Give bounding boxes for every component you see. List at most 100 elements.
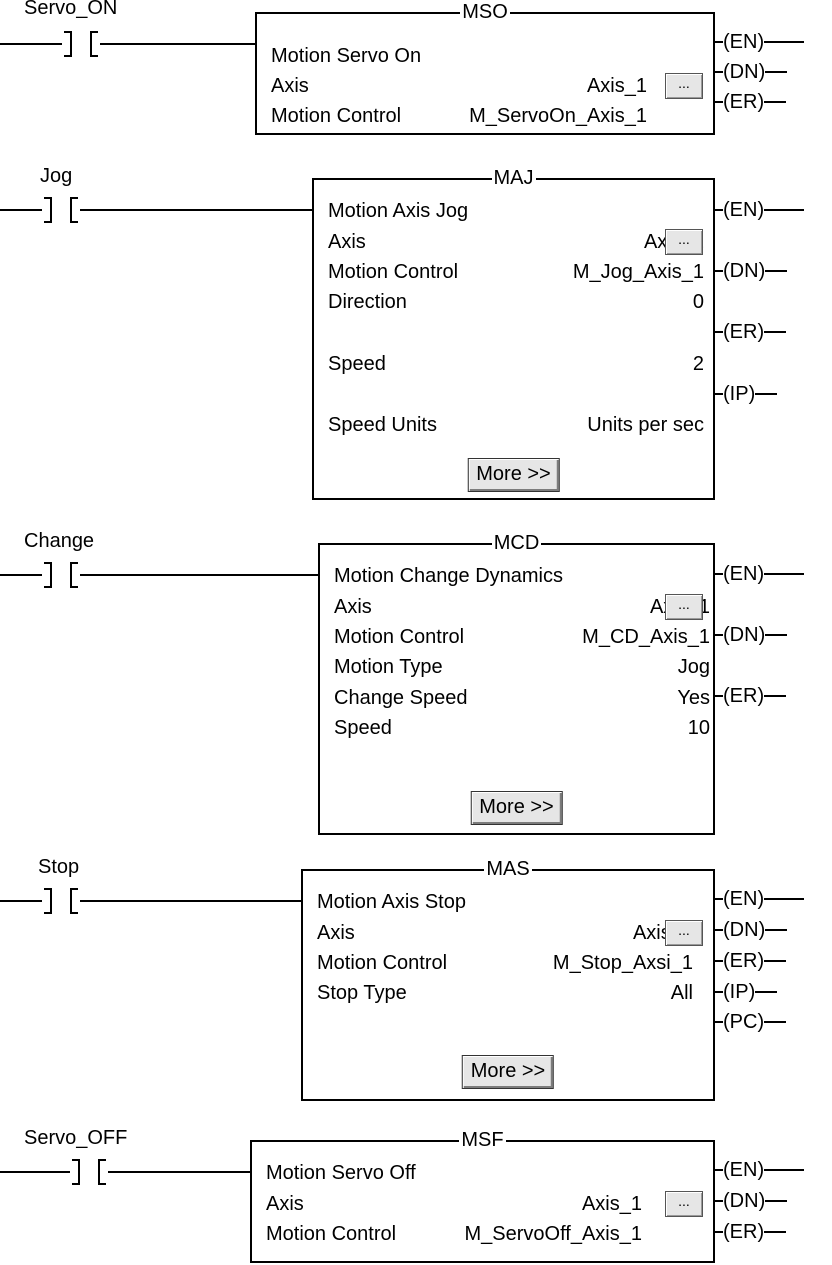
operand-label: Axis: [317, 922, 355, 944]
output-bit-label: ER: [729, 91, 758, 113]
output-bit-en: (EN): [715, 887, 805, 911]
axis-browse-button[interactable]: ...: [665, 594, 703, 620]
contact-tag-label[interactable]: Change: [24, 530, 95, 552]
output-bit-ip: (IP): [715, 382, 778, 406]
rung-wire-left: [0, 209, 42, 211]
instruction-mnemonic-text: MSO: [460, 1, 510, 23]
rung-wire-left: [0, 1171, 70, 1173]
rung-wire-left: [0, 574, 42, 576]
output-bit-dn: (DN): [715, 918, 788, 942]
rung-wire-left: [0, 43, 62, 45]
contact-tag-label[interactable]: Stop: [38, 856, 80, 878]
contact-tag-label[interactable]: Jog: [40, 165, 73, 187]
more-button[interactable]: More >>: [470, 791, 563, 825]
xic-contact-icon[interactable]: [42, 197, 82, 223]
axis-browse-button[interactable]: ...: [665, 229, 703, 255]
axis-browse-button[interactable]: ...: [665, 1191, 703, 1217]
output-bit-label: IP: [729, 981, 749, 1003]
operand-label: Speed Units: [328, 414, 437, 436]
operand-value[interactable]: M_CD_Axis_1: [582, 626, 710, 648]
instruction-mnemonic-text: MAS: [484, 858, 532, 880]
output-bit-label: DN: [729, 61, 759, 83]
output-bit-label: EN: [729, 1159, 758, 1181]
more-button[interactable]: More >>: [467, 458, 560, 492]
rung-wire-middle: [80, 900, 301, 902]
xic-contact-icon[interactable]: [62, 31, 102, 57]
output-bit-er: (ER): [715, 90, 787, 114]
operand-label: Motion Type: [334, 656, 443, 678]
instruction-mnemonic: MSO: [257, 1, 713, 23]
instruction-description: Motion Change Dynamics: [334, 565, 563, 587]
xic-contact-icon[interactable]: [42, 888, 82, 914]
instruction-mnemonic-text: MCD: [491, 532, 542, 554]
operand-value[interactable]: M_ServoOff_Axis_1: [464, 1223, 643, 1245]
instruction-description: Motion Servo On: [271, 45, 422, 67]
output-bit-label: PC: [729, 1011, 758, 1033]
operand-label: Axis: [334, 596, 372, 618]
rung-wire-middle: [108, 1171, 250, 1173]
output-bit-label: IP: [729, 383, 749, 405]
output-bit-en: (EN): [715, 30, 805, 54]
operand-label: Motion Control: [271, 105, 402, 127]
output-bit-label: ER: [729, 685, 758, 707]
operand-value[interactable]: 2: [692, 353, 704, 375]
operand-value[interactable]: Axis_1: [581, 1193, 642, 1215]
operand-value[interactable]: Units per sec: [587, 414, 704, 436]
output-bit-en: (EN): [715, 562, 805, 586]
axis-browse-button[interactable]: ...: [665, 73, 703, 99]
output-bit-label: ER: [729, 950, 758, 972]
instruction-description: Motion Axis Stop: [317, 891, 466, 913]
rung-wire-middle: [80, 574, 318, 576]
contact-tag-label[interactable]: Servo_ON: [24, 0, 118, 19]
rung-wire-middle: [100, 43, 255, 45]
output-bit-label: DN: [729, 260, 759, 282]
rung-wire-left: [0, 900, 42, 902]
operand-value[interactable]: 0: [692, 291, 704, 313]
xic-contact-icon[interactable]: [70, 1159, 110, 1185]
operand-value[interactable]: M_ServoOn_Axis_1: [469, 105, 647, 127]
output-bit-label: EN: [729, 888, 758, 910]
operand-label: Motion Control: [328, 261, 459, 283]
output-bit-er: (ER): [715, 320, 787, 344]
instruction-mnemonic: MAS: [303, 858, 713, 880]
operand-value[interactable]: Yes: [677, 687, 710, 709]
output-bit-label: ER: [729, 1221, 758, 1243]
instruction-mnemonic: MCD: [320, 532, 713, 554]
xic-contact-icon[interactable]: [42, 562, 82, 588]
contact-tag-label[interactable]: Servo_OFF: [24, 1127, 128, 1149]
output-bit-dn: (DN): [715, 623, 788, 647]
operand-value[interactable]: M_Jog_Axis_1: [572, 261, 704, 283]
output-bit-ip: (IP): [715, 980, 778, 1004]
output-bit-dn: (DN): [715, 259, 788, 283]
operand-value[interactable]: M_Stop_Axsi_1: [552, 952, 693, 974]
rung-wire-middle: [80, 209, 312, 211]
output-bit-dn: (DN): [715, 1189, 788, 1213]
output-bit-label: DN: [729, 919, 759, 941]
instruction-mnemonic-text: MAJ: [491, 167, 536, 189]
output-bit-er: (ER): [715, 949, 787, 973]
more-button[interactable]: More >>: [461, 1055, 555, 1089]
output-bit-en: (EN): [715, 198, 805, 222]
operand-value[interactable]: Jog: [677, 656, 710, 678]
operand-label: Stop Type: [317, 982, 407, 1004]
operand-label: Change Speed: [334, 687, 468, 709]
output-bit-label: EN: [729, 199, 758, 221]
operand-label: Speed: [328, 353, 386, 375]
operand-label: Motion Control: [266, 1223, 397, 1245]
instruction-mnemonic-text: MSF: [459, 1129, 506, 1151]
axis-browse-button[interactable]: ...: [665, 920, 703, 946]
operand-value[interactable]: All: [670, 982, 693, 1004]
instruction-mnemonic: MAJ: [314, 167, 713, 189]
operand-label: Axis: [328, 231, 366, 253]
operand-value[interactable]: 10: [687, 717, 710, 739]
output-bit-dn: (DN): [715, 60, 788, 84]
output-bit-label: ER: [729, 321, 758, 343]
operand-value[interactable]: Axis_1: [586, 75, 647, 97]
instruction-description: Motion Servo Off: [266, 1162, 416, 1184]
